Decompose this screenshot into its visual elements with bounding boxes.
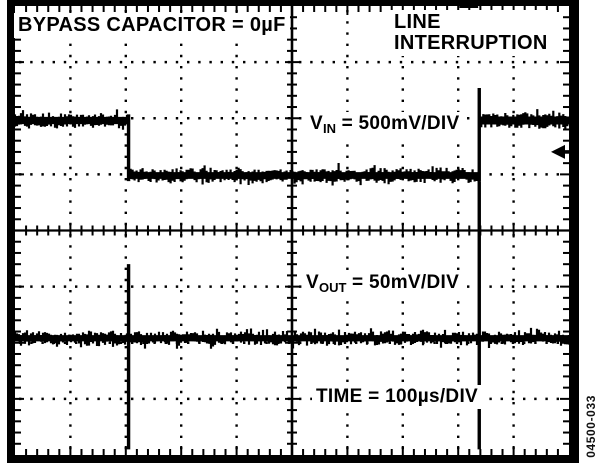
vout-scale-label: VOUT = 50mV/DIV: [302, 271, 464, 296]
line-interruption-label: LINE INTERRUPTION: [390, 10, 552, 56]
vin-scale-value: = 500mV/DIV: [335, 113, 460, 134]
vout-scale-value: = 50mV/DIV: [346, 272, 460, 293]
graticule-center-axes: [15, 6, 569, 455]
vin-scale-label: VIN = 500mV/DIV: [306, 112, 464, 137]
trigger-level-arrow: [551, 144, 569, 159]
vout-subscript: OUT: [318, 280, 347, 295]
vin-symbol: V: [310, 113, 323, 134]
vout-symbol: V: [306, 272, 319, 293]
graticule-border-ticks: [15, 6, 569, 455]
trace-vin: [13, 87, 569, 186]
time-scale-label: TIME = 100µs/DIV: [312, 385, 483, 410]
figure-id-watermark: 04500-033: [584, 395, 598, 458]
vin-subscript: IN: [322, 121, 336, 136]
trace-vout: [13, 181, 571, 450]
line-interruption-line2: INTERRUPTION: [394, 32, 548, 54]
graticule-border: [7, 0, 579, 463]
trigger-position-mark: [459, 0, 479, 8]
line-interruption-line1: LINE: [394, 11, 441, 33]
bypass-capacitor-label: BYPASS CAPACITOR = 0µF: [14, 13, 290, 39]
